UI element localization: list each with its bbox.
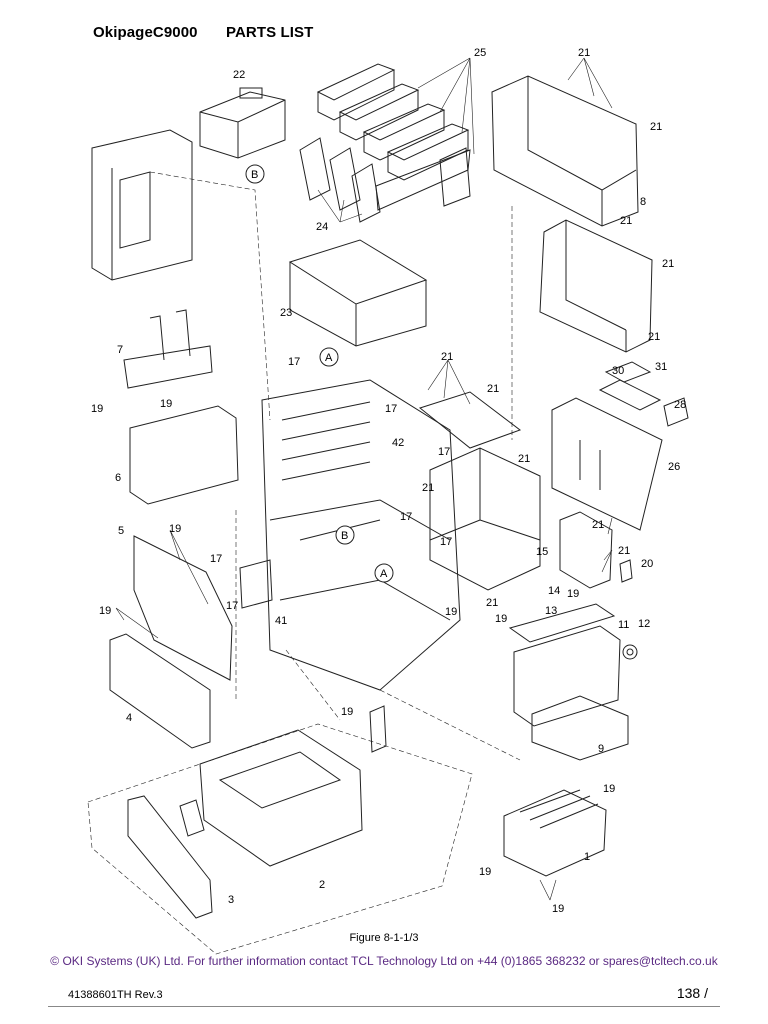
part-22-outline <box>199 91 286 159</box>
callout-19: 19 <box>91 403 103 415</box>
callout-23: 23 <box>280 307 292 319</box>
document-title: PARTS LIST <box>226 24 314 41</box>
callout-17: 17 <box>438 446 450 458</box>
callout-21: 21 <box>486 597 498 609</box>
footer-divider <box>48 1006 720 1007</box>
callout-4: 4 <box>126 712 132 724</box>
callout-3: 3 <box>228 894 234 906</box>
part-3-front-plate <box>127 795 213 919</box>
callout-17: 17 <box>440 536 452 548</box>
callout-24: 24 <box>316 221 328 233</box>
callout-26: 26 <box>668 461 680 473</box>
callout-17: 17 <box>210 553 222 565</box>
part-2-cassette <box>199 729 363 867</box>
callout-19: 19 <box>99 605 111 617</box>
callout-42: 42 <box>392 437 404 449</box>
callout-12: 12 <box>638 618 650 630</box>
callout-11: 11 <box>618 619 629 631</box>
document-model-name: OkipageC9000 <box>93 24 198 41</box>
callout-21: 21 <box>650 121 662 133</box>
callout-14: 14 <box>548 585 560 597</box>
callout-21: 21 <box>662 258 674 270</box>
callout-b: B <box>251 169 258 181</box>
callout-21: 21 <box>618 545 630 557</box>
callout-7: 7 <box>117 344 123 356</box>
part-26-side <box>551 397 663 531</box>
callout-19: 19 <box>479 866 491 878</box>
callout-15: 15 <box>536 546 548 558</box>
part-23-belt <box>288 239 428 305</box>
part-7-guide <box>123 345 213 389</box>
callout-22: 22 <box>233 69 245 81</box>
callout-b: B <box>341 530 348 542</box>
callout-31: 31 <box>655 361 667 373</box>
callout-8: 8 <box>640 196 646 208</box>
callout-17: 17 <box>400 511 412 523</box>
left-cover-panel <box>91 129 193 281</box>
callout-21: 21 <box>620 215 632 227</box>
part-4-strip <box>109 633 211 749</box>
callout-20: 20 <box>641 558 653 570</box>
callout-2: 2 <box>319 879 325 891</box>
callout-19: 19 <box>567 588 579 600</box>
printer-main-body <box>261 379 461 691</box>
callout-21: 21 <box>518 453 530 465</box>
callout-28: 28 <box>674 399 686 411</box>
callout-1: 1 <box>584 851 590 863</box>
part-24-drums <box>299 137 471 223</box>
copyright-notice: © OKI Systems (UK) Ltd. For further info… <box>50 954 718 968</box>
callout-21: 21 <box>578 47 590 59</box>
part-26-cover <box>539 219 653 353</box>
callout-41: 41 <box>275 615 287 627</box>
callout-19: 19 <box>552 903 564 915</box>
callout-a: A <box>325 352 333 364</box>
callout-9: 9 <box>598 743 604 755</box>
callout-19: 19 <box>495 613 507 625</box>
part-15-box <box>429 447 541 591</box>
page-number: 138 / <box>676 985 708 1001</box>
figure-caption: Figure 8-1-1/3 <box>349 932 419 944</box>
callout-6: 6 <box>115 472 121 484</box>
callout-21: 21 <box>592 519 604 531</box>
callout-17: 17 <box>385 403 397 415</box>
callout-21: 21 <box>648 331 660 343</box>
callout-17: 17 <box>288 356 300 368</box>
document-number: 41388601TH Rev.3 <box>68 989 163 1001</box>
callout-19: 19 <box>445 606 457 618</box>
callout-a: A <box>380 568 388 580</box>
callout-21: 21 <box>422 482 434 494</box>
callout-17: 17 <box>226 600 238 612</box>
callout-19: 19 <box>169 523 181 535</box>
callout-21: 21 <box>487 383 499 395</box>
callout-21: 21 <box>441 351 453 363</box>
part-1-psu <box>503 789 607 877</box>
callout-19: 19 <box>603 783 615 795</box>
callout-5: 5 <box>118 525 124 537</box>
part-5-front <box>133 535 233 681</box>
callout-19: 19 <box>341 706 353 718</box>
callout-30: 30 <box>612 365 624 377</box>
callout-labels: 25 21 22 21 B 8 24 21 21 23 21 A 7 17 21… <box>91 47 686 915</box>
callout-13: 13 <box>545 605 557 617</box>
part-8-rear-cover <box>491 75 639 227</box>
callout-25: 25 <box>474 47 486 59</box>
callout-19: 19 <box>160 398 172 410</box>
part-9-tray <box>531 695 629 761</box>
part-6-panel <box>129 405 239 505</box>
part-25-toners <box>316 63 470 181</box>
